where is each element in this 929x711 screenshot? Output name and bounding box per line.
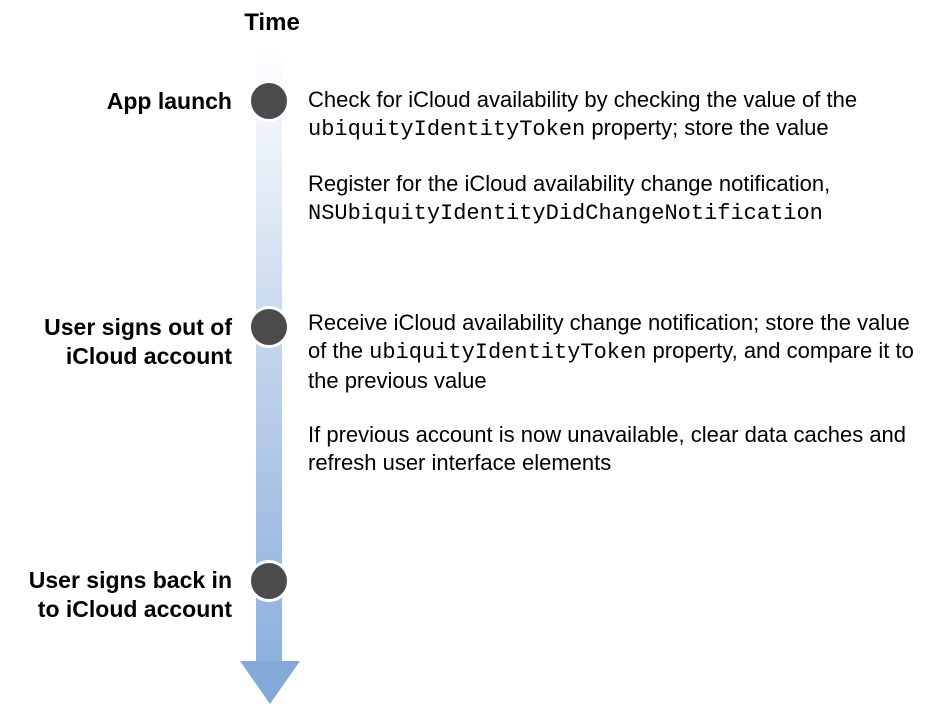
event-dot-sign-back-in — [248, 560, 290, 602]
event-dot-sign-out — [248, 306, 290, 348]
event-label-line: iCloud account — [65, 343, 232, 369]
event-label-line: User signs back in — [28, 567, 232, 593]
event-notes-sign-out: Receive iCloud availability change notif… — [308, 309, 920, 477]
code-token: ubiquityIdentityToken — [308, 117, 586, 142]
time-axis-label: Time — [244, 9, 300, 36]
note-text: Check for iCloud availability by checkin… — [308, 87, 858, 112]
event-label-sign-back-in: User signs back in to iCloud account — [0, 566, 232, 624]
note-paragraph: Check for iCloud availability by checkin… — [308, 86, 920, 144]
code-token: ubiquityIdentityToken — [369, 340, 647, 365]
note-text: Receive iCloud availability change notif… — [308, 310, 910, 363]
event-label-sign-out: User signs out of iCloud account — [0, 313, 232, 371]
note-text: Register for the iCloud availability cha… — [308, 171, 831, 196]
note-text: property, and compare it to the previous… — [308, 338, 914, 393]
event-dot-app-launch — [248, 80, 290, 122]
event-label-app-launch: App launch — [0, 87, 232, 116]
event-label-line: App launch — [106, 88, 232, 114]
event-notes-app-launch: Check for iCloud availability by checkin… — [308, 86, 920, 228]
note-paragraph: Register for the iCloud availability cha… — [308, 170, 920, 228]
note-text: property; store the value — [585, 115, 829, 140]
note-paragraph: If previous account is now unavailable, … — [308, 421, 920, 477]
note-text: If previous account is now unavailable, … — [308, 422, 907, 475]
event-label-line: User signs out of — [44, 314, 232, 340]
code-token: NSUbiquityIdentityDidChangeNotification — [308, 201, 823, 226]
timeline-arrowhead-icon — [240, 661, 300, 704]
note-paragraph: Receive iCloud availability change notif… — [308, 309, 920, 395]
event-label-line: to iCloud account — [37, 596, 232, 622]
